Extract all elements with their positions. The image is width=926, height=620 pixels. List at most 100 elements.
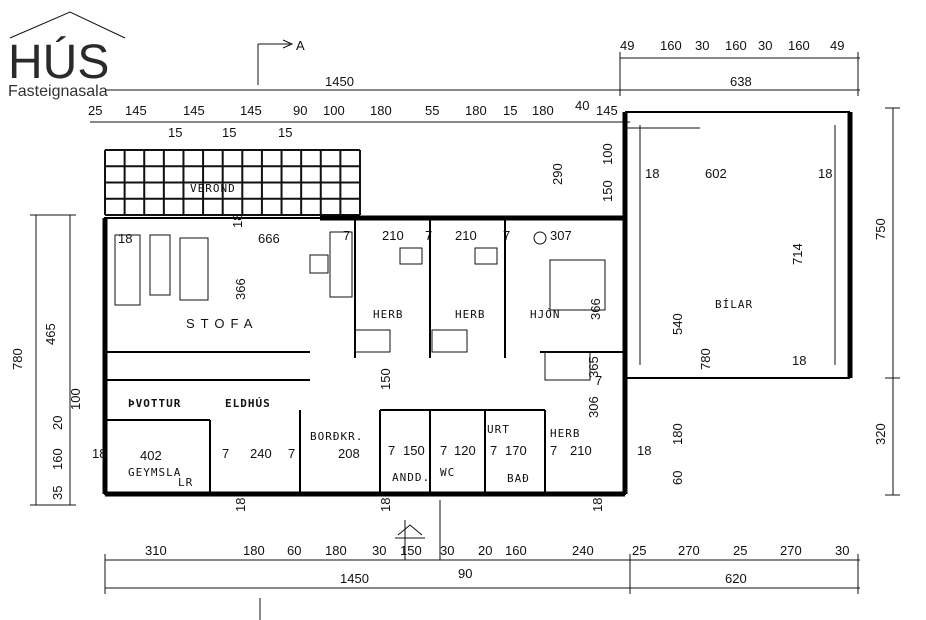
- dim-i2: 7: [343, 228, 350, 243]
- dim-r3-8: 180: [465, 103, 487, 118]
- dim-r3-0: 25: [88, 103, 102, 118]
- dim-r3-4: 90: [293, 103, 307, 118]
- room-wc: WC: [440, 466, 455, 479]
- dim-r3-9: 15: [503, 103, 517, 118]
- dim-i42: 18: [378, 498, 393, 512]
- dim-i23: 365: [586, 356, 601, 378]
- dim-i32: 7: [388, 443, 395, 458]
- entrance-arrow-icon: [397, 524, 423, 536]
- dim-i14: 602: [705, 166, 727, 181]
- dim-i36: 7: [490, 443, 497, 458]
- dim-i29: 240: [250, 446, 272, 461]
- room-thvottur: ÞVOTTUR: [128, 397, 181, 410]
- bottom-row1-dims: 310 180 60 180 30 150 30 20 160 240 25 2…: [145, 543, 849, 558]
- dim-g2: 160: [660, 38, 682, 53]
- dim-right-750: 750: [873, 218, 888, 240]
- dim-r3s-2: 15: [278, 125, 292, 140]
- dim-g6: 160: [788, 38, 810, 53]
- dim-g3: 30: [695, 38, 709, 53]
- room-bordkr: BORÐKR.: [310, 430, 363, 443]
- dim-b5: 150: [400, 543, 422, 558]
- room-herb-3: HERB: [550, 427, 581, 440]
- bottom-dimension-lines: [104, 500, 860, 620]
- room-bilar: BÍLAR: [715, 298, 753, 311]
- room-herb-1: HERB: [373, 308, 404, 321]
- dim-b7: 20: [478, 543, 492, 558]
- dim-i15: 18: [818, 166, 832, 181]
- dim-total-house-bottom: 1450: [340, 571, 369, 586]
- dim-i44: 18: [230, 214, 245, 228]
- dim-i17: 540: [670, 313, 685, 335]
- dim-b10: 25: [632, 543, 646, 558]
- dim-i41: 18: [233, 498, 248, 512]
- dim-r3-10: 180: [532, 103, 554, 118]
- dim-b12: 25: [733, 543, 747, 558]
- dim-r3-3: 145: [240, 103, 262, 118]
- dim-i3: 210: [382, 228, 404, 243]
- dim-b4: 30: [372, 543, 386, 558]
- dim-i40: 18: [92, 446, 106, 461]
- room-eldhus: ELDHÚS: [225, 397, 271, 410]
- dim-i20: 366: [588, 298, 603, 320]
- dim-b6: 30: [440, 543, 454, 558]
- dim-r3-11: 40: [575, 98, 589, 113]
- logo-subtitle: Fasteignasala: [8, 83, 108, 100]
- dim-r3-12: 145: [596, 103, 618, 118]
- dim-i27: 402: [140, 448, 162, 463]
- dim-b2: 60: [287, 543, 301, 558]
- room-stofa: STOFA: [186, 316, 258, 331]
- dim-i13: 18: [645, 166, 659, 181]
- dim-b8: 160: [505, 543, 527, 558]
- dim-right-320: 320: [873, 423, 888, 445]
- dim-i25: 60: [670, 471, 685, 485]
- dim-i10: 290: [550, 163, 565, 185]
- dim-b14: 30: [835, 543, 849, 558]
- dim-r3-5: 100: [323, 103, 345, 118]
- room-hjon: HJÓN: [530, 308, 561, 321]
- dim-i31: 208: [338, 446, 360, 461]
- room-andd: ANDD.: [392, 471, 430, 484]
- dim-left-20: 20: [50, 416, 65, 430]
- dim-r3-6: 180: [370, 103, 392, 118]
- dim-i34: 7: [440, 443, 447, 458]
- logo: HÚS Fasteignasala: [8, 11, 126, 100]
- dim-g1: 49: [620, 38, 634, 53]
- dim-left-780: 780: [10, 348, 25, 370]
- room-lr: LR: [178, 476, 193, 489]
- roof-icon: [9, 11, 126, 39]
- garage-walls: [625, 111, 853, 379]
- dim-i5: 210: [455, 228, 477, 243]
- section-marker: A: [257, 38, 305, 85]
- dim-r3s-0: 15: [168, 125, 182, 140]
- dim-i8: 366: [233, 278, 248, 300]
- room-herb-2: HERB: [455, 308, 486, 321]
- dim-i33: 150: [403, 443, 425, 458]
- room-geymsla: GEYMSLA: [128, 466, 181, 479]
- right-dimension-lines: [885, 107, 900, 496]
- interior-dims: 666 18 7 210 7 210 7 307 366 150 290 100…: [92, 143, 832, 512]
- dim-total-garage-top: 638: [730, 74, 752, 89]
- dim-i7: 307: [550, 228, 572, 243]
- dim-g5: 30: [758, 38, 772, 53]
- dim-i24: 180: [670, 423, 685, 445]
- dim-left-35: 35: [50, 486, 65, 500]
- dim-g4: 160: [725, 38, 747, 53]
- veranda-grid: [104, 149, 361, 216]
- dim-i26: 18: [637, 443, 651, 458]
- dim-i19: 18: [792, 353, 806, 368]
- section-marker-label: A: [296, 38, 305, 53]
- dim-i6: 7: [503, 228, 510, 243]
- dim-i12: 150: [600, 180, 615, 202]
- dim-left-160: 160: [50, 448, 65, 470]
- left-dimension-lines: [30, 214, 76, 506]
- house-walls: [102, 112, 628, 497]
- dim-r3-7: 55: [425, 103, 439, 118]
- dim-i35: 120: [454, 443, 476, 458]
- dim-left-100: 100: [68, 388, 83, 410]
- dim-r3-2: 145: [183, 103, 205, 118]
- dim-i38: 7: [550, 443, 557, 458]
- dim-i18: 780: [698, 348, 713, 370]
- top-row3-dims: 25 145 145 145 90 100 180 55 180 15 180 …: [88, 98, 618, 140]
